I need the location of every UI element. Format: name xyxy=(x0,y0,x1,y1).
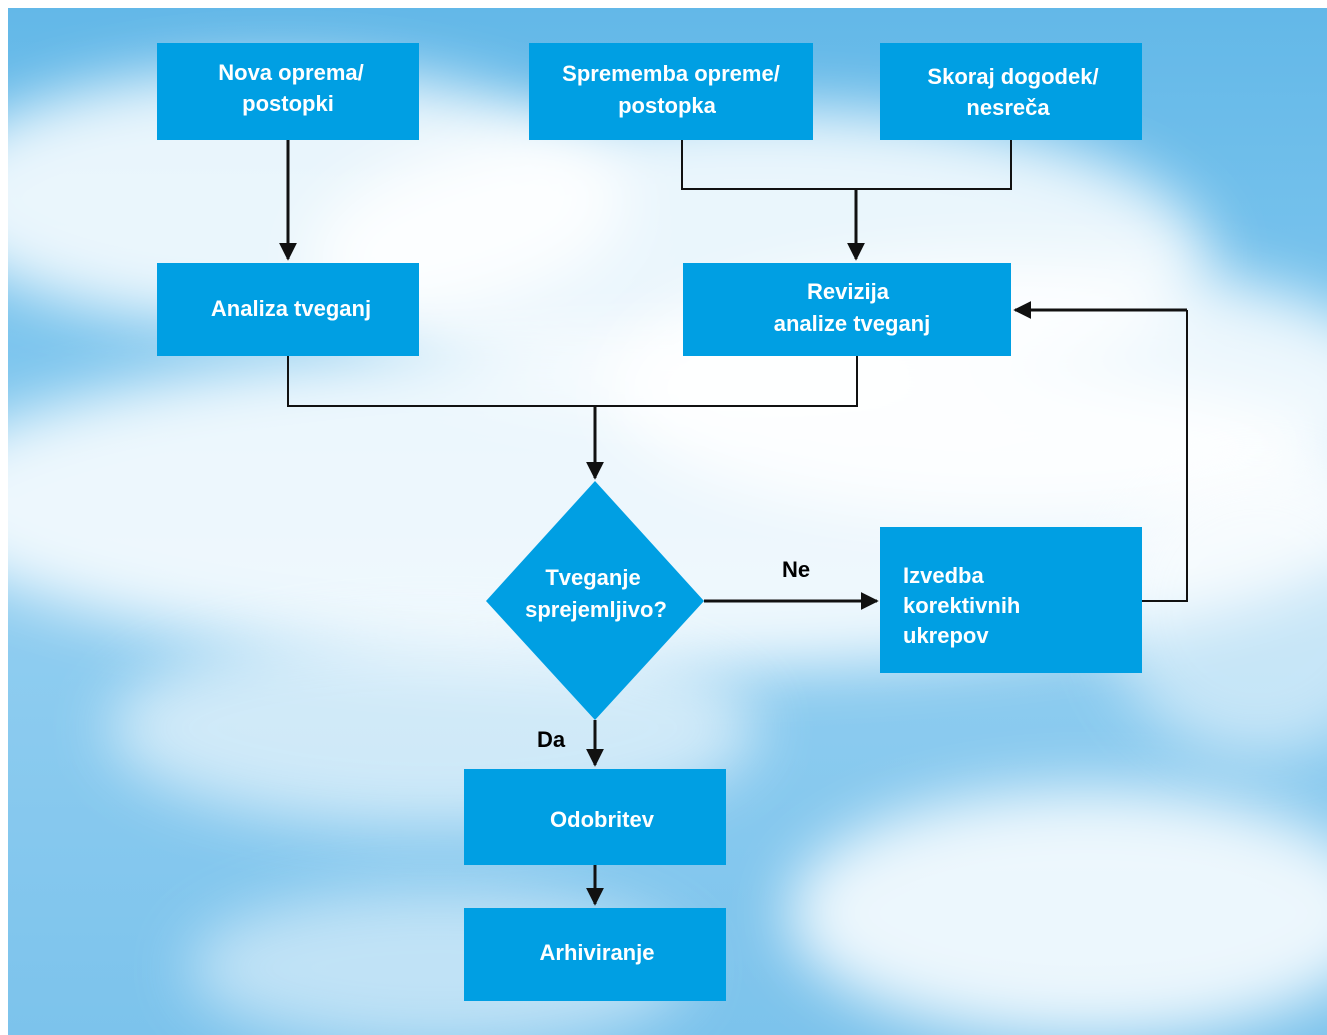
node-analiza-tveganj-line-1: Analiza tveganj xyxy=(211,296,371,321)
edge-merge-middle xyxy=(287,356,858,407)
node-arhiviranje-line-1: Arhiviranje xyxy=(540,940,655,965)
node-revizija: Revizija analize tveganj xyxy=(683,263,1011,356)
node-analiza-tveganj: Analiza tveganj xyxy=(157,263,419,356)
node-odobritev: Odobritev xyxy=(464,769,726,865)
node-sprememba-opreme: Sprememba opreme/ postopka xyxy=(529,43,813,140)
edge-label-yes: Da xyxy=(537,727,566,752)
node-skoraj-dogodek: Skoraj dogodek/ nesreča xyxy=(880,43,1142,140)
node-skoraj-dogodek-line-2: nesreča xyxy=(966,95,1050,120)
node-sprememba-opreme-line-1: Sprememba opreme/ xyxy=(562,61,780,86)
node-nova-oprema: Nova oprema/ postopki xyxy=(157,43,419,140)
node-izvedba-line-3: ukrepov xyxy=(903,623,989,648)
node-izvedba-line-2: korektivnih xyxy=(903,593,1020,618)
edge-merge-top xyxy=(681,140,1012,190)
sky-background xyxy=(8,8,1327,1035)
node-sprememba-opreme-line-2: postopka xyxy=(618,93,717,118)
node-arhiviranje: Arhiviranje xyxy=(464,908,726,1001)
connectors xyxy=(279,140,1188,906)
node-revizija-line-1: Revizija xyxy=(807,279,890,304)
node-izvedba: Izvedba korektivnih ukrepov xyxy=(880,527,1142,673)
node-odlocitev-line-2: sprejemljivo? xyxy=(525,597,667,622)
edge-label-no: Ne xyxy=(782,557,810,582)
node-odlocitev: Tveganje sprejemljivo? xyxy=(486,481,704,720)
edge-feedback xyxy=(1142,310,1188,602)
node-nova-oprema-line-2: postopki xyxy=(242,91,334,116)
node-skoraj-dogodek-line-1: Skoraj dogodek/ xyxy=(927,64,1098,89)
node-revizija-line-2: analize tveganj xyxy=(774,311,931,336)
node-odlocitev-line-1: Tveganje xyxy=(545,565,640,590)
node-izvedba-line-1: Izvedba xyxy=(903,563,984,588)
node-nova-oprema-line-1: Nova oprema/ xyxy=(218,60,364,85)
cloud xyxy=(788,788,1327,1035)
node-odobritev-line-1: Odobritev xyxy=(550,807,655,832)
